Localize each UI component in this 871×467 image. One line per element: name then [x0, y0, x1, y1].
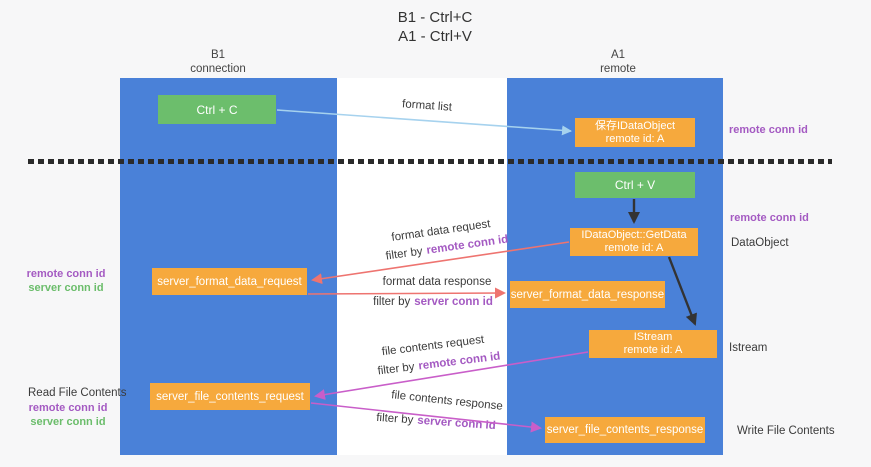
- server-file-contents-request-label: server_file_contents_request: [156, 390, 304, 403]
- node-server-format-data-request: server_format_data_request: [152, 268, 307, 295]
- ctrl-v-label: Ctrl + V: [614, 178, 656, 192]
- annotation-read-file-contents: Read File Contents: [28, 387, 127, 399]
- annotation-remote-conn-id-mid: remote conn id: [730, 212, 809, 224]
- annotation-write-file-contents: Write File Contents: [737, 425, 835, 437]
- annotation-remote-conn-id-top: remote conn id: [729, 124, 808, 136]
- column-header-b1: B1 connection: [190, 48, 246, 76]
- node-istream: IStream remote id: A: [589, 330, 717, 358]
- filter-by-text: filter by: [375, 411, 414, 427]
- column-b1-subtitle: connection: [190, 63, 246, 75]
- title-line-1: B1 - Ctrl+C: [397, 9, 473, 26]
- filter-by-text: filter by: [373, 296, 411, 308]
- save-idataobject-line1: 保存IDataObject: [594, 119, 676, 132]
- server-conn-id-text: server conn id: [414, 296, 493, 308]
- server-format-data-response-label: server_format_data_response: [510, 288, 665, 301]
- getdata-line1: IDataObject::GetData: [581, 229, 687, 241]
- save-idataobject-line2: remote id: A: [605, 132, 665, 145]
- column-b1-name: B1: [210, 49, 226, 61]
- column-a1-subtitle: remote: [600, 63, 636, 75]
- annotation-dataobject: DataObject: [731, 237, 789, 249]
- node-ctrl-c: Ctrl + C: [158, 95, 276, 124]
- label-format-data-response: format data response: [382, 276, 492, 288]
- node-server-file-contents-response: server_file_contents_response: [545, 417, 705, 443]
- annotation-istream: Istream: [729, 342, 768, 354]
- getdata-line2: remote id: A: [604, 242, 664, 254]
- diagram-title: B1 - Ctrl+C A1 - Ctrl+V: [398, 8, 473, 46]
- node-server-format-data-response: server_format_data_response: [510, 281, 665, 308]
- istream-line2: remote id: A: [623, 344, 683, 356]
- istream-line1: IStream: [633, 331, 673, 343]
- phase-divider-dashed-line: [28, 159, 832, 164]
- annotation-conn-ids-file: remote conn id server conn id: [22, 401, 114, 429]
- remote-conn-id-label: remote conn id: [26, 268, 106, 280]
- ctrl-c-label: Ctrl + C: [196, 102, 238, 117]
- annotation-conn-ids-format: remote conn id server conn id: [20, 267, 112, 295]
- node-server-file-contents-request: server_file_contents_request: [150, 383, 310, 410]
- server-format-data-request-label: server_format_data_request: [157, 275, 302, 288]
- node-ctrl-v: Ctrl + V: [575, 172, 695, 198]
- remote-conn-id-label: remote conn id: [28, 402, 108, 414]
- title-line-2: A1 - Ctrl+V: [398, 28, 472, 45]
- server-conn-id-label: server conn id: [30, 416, 106, 428]
- server-file-contents-response-label: server_file_contents_response: [546, 424, 704, 436]
- server-conn-id-label: server conn id: [28, 282, 104, 294]
- column-a1-name: A1: [610, 49, 626, 61]
- node-save-idataobject: 保存IDataObject remote id: A: [575, 118, 695, 147]
- column-header-a1: A1 remote: [600, 48, 636, 76]
- node-idataobject-getdata: IDataObject::GetData remote id: A: [570, 228, 698, 256]
